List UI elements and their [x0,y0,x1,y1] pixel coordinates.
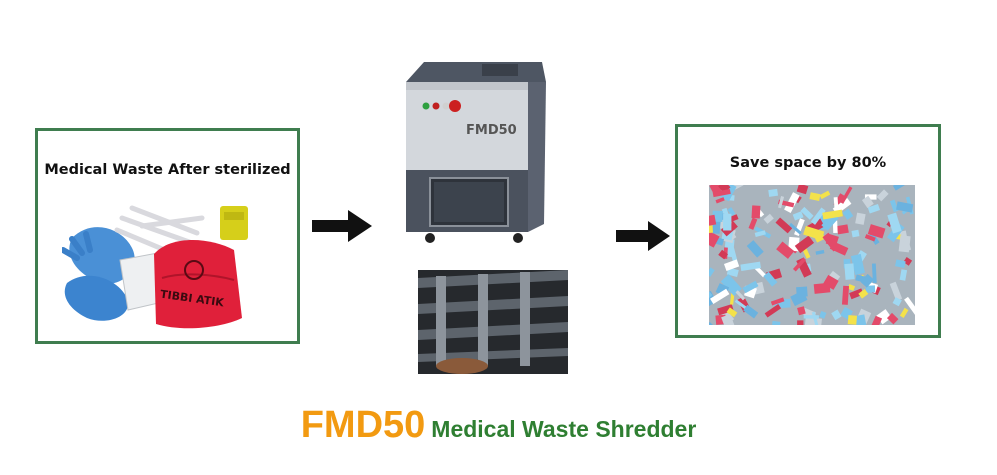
shredded-waste-image [709,185,915,325]
shredder-machine-image: FMD50 [406,62,546,243]
medical-waste-title: Medical Waste After sterilized [44,162,291,178]
arrow-right-icon [616,221,670,251]
medical-waste-image: TIBBI ATIK [62,205,248,329]
shredder-blades-image [418,270,568,374]
caption-model: FMD50 [300,404,426,446]
result-title: Save space by 80% [729,155,887,171]
machine-model-label: FMD50 [466,123,517,138]
arrow-right-icon [312,210,372,242]
caption-description: Medical Waste Shredder [431,416,697,442]
